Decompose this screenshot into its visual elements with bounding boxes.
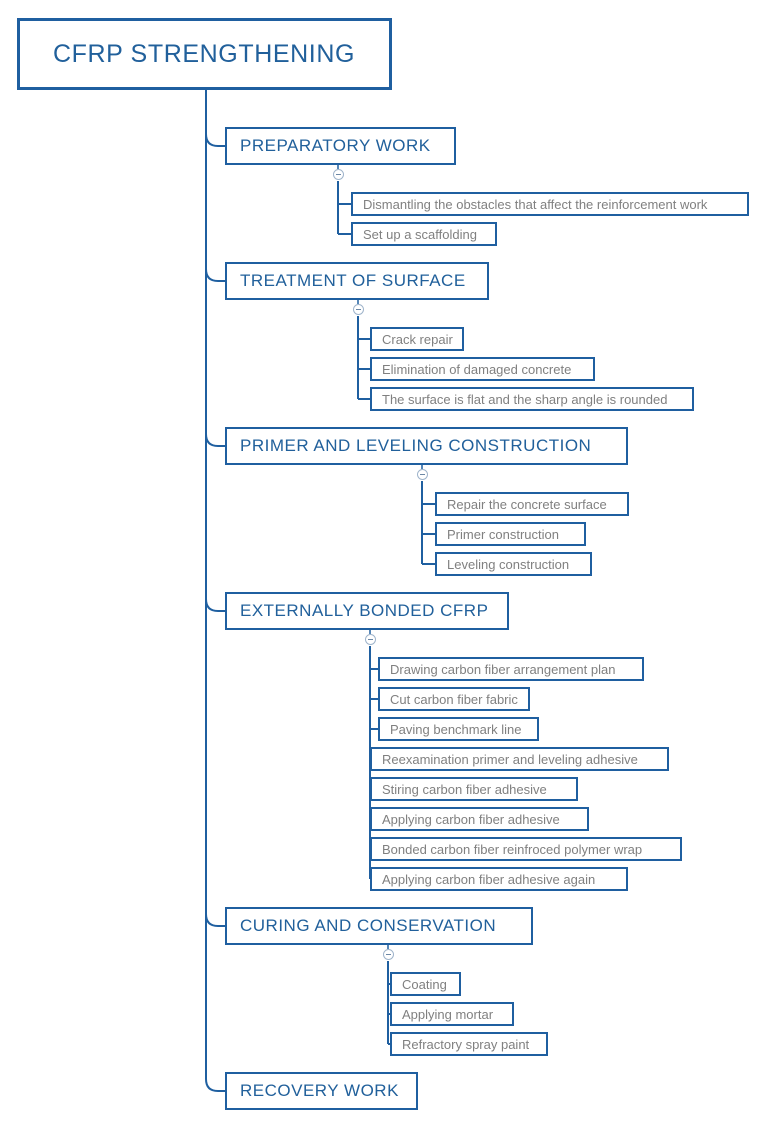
- section-node-4[interactable]: CURING AND CONSERVATION: [225, 907, 533, 945]
- minus-circle-icon[interactable]: [416, 469, 428, 480]
- leaf-node-3-4-label: Stiring carbon fiber adhesive: [382, 781, 547, 797]
- leaf-node-3-3[interactable]: Reexamination primer and leveling adhesi…: [370, 747, 669, 771]
- leaf-node-1-0[interactable]: Crack repair: [370, 327, 464, 351]
- leaf-node-1-2-label: The surface is flat and the sharp angle …: [382, 391, 668, 407]
- leaf-node-4-1[interactable]: Applying mortar: [390, 1002, 514, 1026]
- leaf-node-4-0-label: Coating: [402, 976, 447, 992]
- leaf-node-3-7-label: Applying carbon fiber adhesive again: [382, 871, 596, 887]
- section-node-2[interactable]: PRIMER AND LEVELING CONSTRUCTION: [225, 427, 628, 465]
- leaf-node-3-0[interactable]: Drawing carbon fiber arrangement plan: [378, 657, 644, 681]
- leaf-node-3-4[interactable]: Stiring carbon fiber adhesive: [370, 777, 578, 801]
- minus-circle-icon[interactable]: [352, 304, 364, 315]
- minus-circle-icon[interactable]: [332, 169, 344, 180]
- section-node-2-label: PRIMER AND LEVELING CONSTRUCTION: [240, 436, 592, 455]
- leaf-node-0-1-label: Set up a scaffolding: [363, 226, 477, 242]
- leaf-node-3-0-label: Drawing carbon fiber arrangement plan: [390, 661, 616, 677]
- leaf-node-1-1-label: Elimination of damaged concrete: [382, 361, 572, 377]
- leaf-node-0-1[interactable]: Set up a scaffolding: [351, 222, 497, 246]
- section-node-3-label: EXTERNALLY BONDED CFRP: [240, 601, 489, 620]
- leaf-node-3-2-label: Paving benchmark line: [390, 721, 522, 737]
- leaf-node-3-6[interactable]: Bonded carbon fiber reinfroced polymer w…: [370, 837, 682, 861]
- section-node-5[interactable]: RECOVERY WORK: [225, 1072, 418, 1110]
- section-node-5-label: RECOVERY WORK: [240, 1081, 399, 1100]
- leaf-node-2-2-label: Leveling construction: [447, 556, 570, 572]
- leaf-node-4-0[interactable]: Coating: [390, 972, 461, 996]
- leaf-node-1-1[interactable]: Elimination of damaged concrete: [370, 357, 595, 381]
- leaf-node-3-7[interactable]: Applying carbon fiber adhesive again: [370, 867, 628, 891]
- leaf-node-3-3-label: Reexamination primer and leveling adhesi…: [382, 751, 638, 767]
- leaf-node-2-1[interactable]: Primer construction: [435, 522, 586, 546]
- leaf-node-3-1-label: Cut carbon fiber fabric: [390, 691, 518, 707]
- leaf-node-0-0-label: Dismantling the obstacles that affect th…: [363, 196, 708, 212]
- leaf-node-4-1-label: Applying mortar: [402, 1006, 494, 1022]
- leaf-node-1-0-label: Crack repair: [382, 331, 453, 347]
- section-node-3[interactable]: EXTERNALLY BONDED CFRP: [225, 592, 509, 630]
- section-node-1[interactable]: TREATMENT OF SURFACE: [225, 262, 489, 300]
- leaf-node-3-2[interactable]: Paving benchmark line: [378, 717, 539, 741]
- minus-circle-icon[interactable]: [382, 949, 394, 960]
- section-node-0-label: PREPARATORY WORK: [240, 136, 431, 155]
- section-node-4-label: CURING AND CONSERVATION: [240, 916, 497, 935]
- leaf-node-4-2[interactable]: Refractory spray paint: [390, 1032, 548, 1056]
- minus-circle-icon[interactable]: [364, 634, 376, 645]
- leaf-node-3-1[interactable]: Cut carbon fiber fabric: [378, 687, 530, 711]
- leaf-node-2-2[interactable]: Leveling construction: [435, 552, 592, 576]
- leaf-node-2-1-label: Primer construction: [447, 526, 559, 542]
- leaf-node-3-5[interactable]: Applying carbon fiber adhesive: [370, 807, 589, 831]
- leaf-node-2-0-label: Repair the concrete surface: [447, 496, 607, 512]
- leaf-node-3-5-label: Applying carbon fiber adhesive: [382, 811, 560, 827]
- leaf-node-0-0[interactable]: Dismantling the obstacles that affect th…: [351, 192, 749, 216]
- section-node-0[interactable]: PREPARATORY WORK: [225, 127, 456, 165]
- section-node-1-label: TREATMENT OF SURFACE: [240, 271, 466, 290]
- root-node-label: CFRP STRENGTHENING: [53, 39, 356, 68]
- leaf-node-2-0[interactable]: Repair the concrete surface: [435, 492, 629, 516]
- root-node[interactable]: CFRP STRENGTHENING: [17, 18, 392, 90]
- leaf-node-1-2[interactable]: The surface is flat and the sharp angle …: [370, 387, 694, 411]
- leaf-node-4-2-label: Refractory spray paint: [402, 1036, 530, 1052]
- leaf-node-3-6-label: Bonded carbon fiber reinfroced polymer w…: [382, 841, 643, 857]
